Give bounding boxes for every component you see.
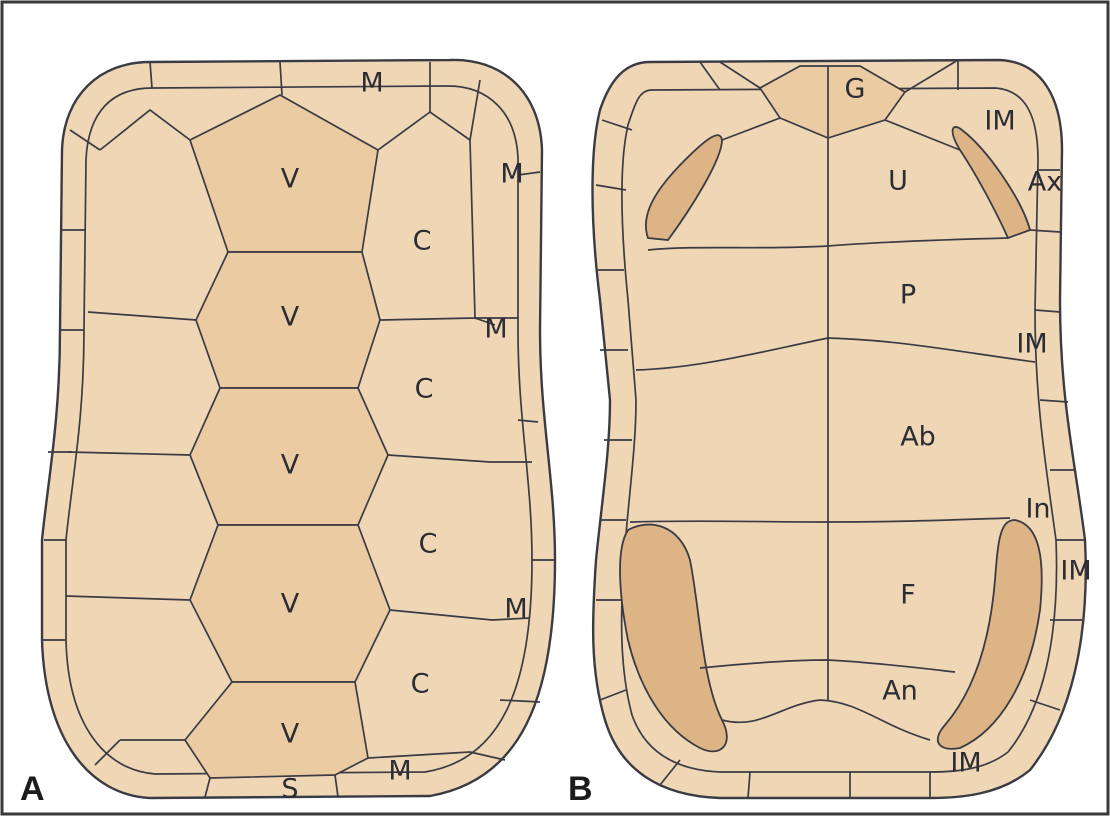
intermarginal-label: IM — [984, 106, 1015, 137]
anal-label: An — [882, 676, 918, 707]
vertebral-label: V — [281, 302, 300, 333]
intermarginal-label: IM — [1016, 329, 1047, 360]
supracaudal-label: S — [281, 774, 298, 805]
vertebral-label: V — [281, 719, 300, 750]
marginal-label: M — [504, 594, 527, 625]
inguinal-label: In — [1025, 494, 1050, 525]
humeral-label: U — [888, 166, 908, 197]
intermarginal-label: IM — [1060, 556, 1091, 587]
intermarginal-label: IM — [950, 748, 981, 779]
gular-label: G — [845, 74, 866, 105]
panel-letter-b: B — [568, 770, 593, 808]
carapace-panel: M V C M V M C V C V M C V S M A — [20, 60, 555, 808]
marginal-label: M — [500, 159, 523, 190]
vertebral-label: V — [281, 450, 300, 481]
panel-letter-a: A — [20, 770, 45, 808]
pectoral-label: P — [900, 280, 916, 311]
costal-label: C — [411, 669, 430, 700]
costal-label: C — [419, 529, 438, 560]
vertebral-label: V — [281, 589, 300, 620]
vertebral-label: V — [281, 164, 300, 195]
costal-label: C — [413, 226, 432, 257]
abdominal-label: Ab — [900, 422, 936, 453]
costal-label: C — [415, 374, 434, 405]
plastron-panel: G IM U Ax P IM Ab In IM F An IM B — [568, 60, 1092, 808]
marginal-label: M — [360, 68, 383, 99]
axillary-label: Ax — [1028, 167, 1062, 198]
femoral-label: F — [900, 580, 916, 611]
marginal-label: M — [484, 314, 507, 345]
marginal-label: M — [388, 756, 411, 787]
